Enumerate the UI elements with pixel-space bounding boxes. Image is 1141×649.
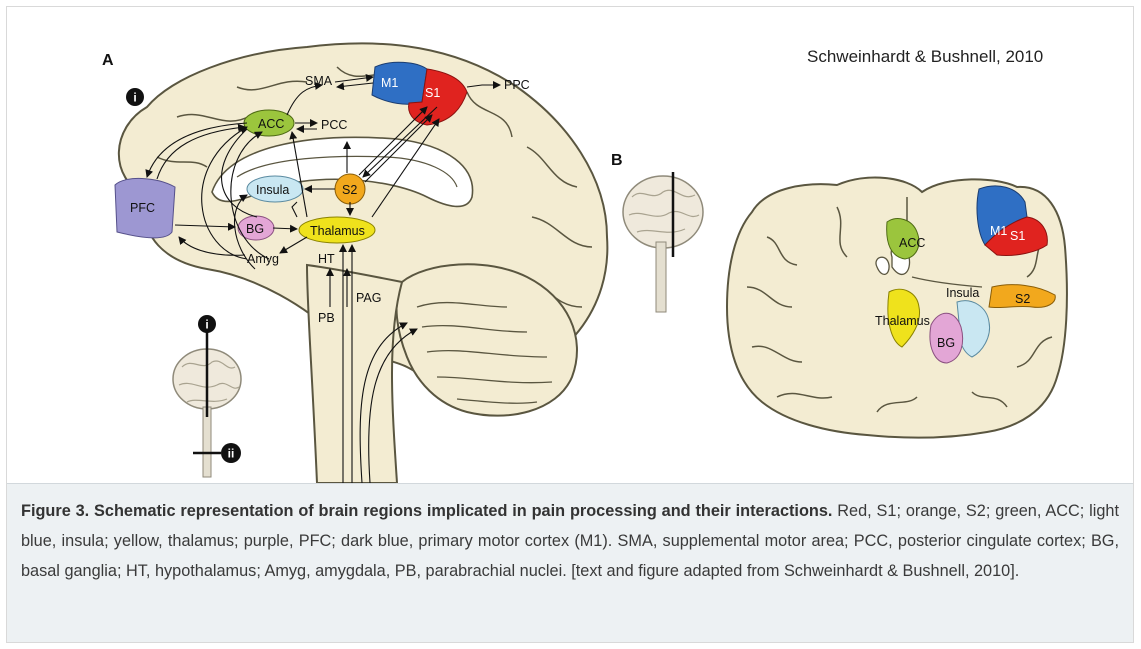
caption-box: Figure 3. Schematic representation of br…	[7, 483, 1133, 642]
acc-label-a: ACC	[258, 117, 284, 131]
insula-label-b: Insula	[946, 286, 979, 300]
marker-ii-label: ii	[228, 447, 235, 461]
m1-label-b: M1	[990, 224, 1007, 238]
pb-label-a: PB	[318, 311, 335, 325]
bg-label-a: BG	[246, 222, 264, 236]
brain-diagram: A i SMA M1 S1 PPC ACC PCC PFC Insula S2 …	[7, 7, 1133, 483]
insula-label-a: Insula	[256, 183, 289, 197]
panel-b-letter: B	[611, 152, 623, 169]
thalamus-label-a: Thalamus	[310, 224, 365, 238]
sma-label-a: SMA	[305, 74, 333, 88]
figure-caption: Figure 3. Schematic representation of br…	[21, 496, 1119, 586]
figure-frame: A i SMA M1 S1 PPC ACC PCC PFC Insula S2 …	[6, 6, 1134, 643]
ht-label-a: HT	[318, 252, 335, 266]
panel-a-letter: A	[102, 52, 114, 69]
m1-label-a: M1	[381, 76, 398, 90]
pag-label-a: PAG	[356, 291, 381, 305]
pfc-label-a: PFC	[130, 201, 155, 215]
marker-i-bottom-label: i	[205, 318, 208, 332]
s1-label-b: S1	[1010, 229, 1025, 243]
caption-source: [text and figure adapted from Schweinhar…	[571, 562, 1019, 580]
bg-label-b: BG	[937, 336, 955, 350]
s1-label-a: S1	[425, 86, 440, 100]
s2-label-b: S2	[1015, 292, 1030, 306]
s2-label-a: S2	[342, 183, 357, 197]
brain-inset-b	[623, 172, 703, 312]
thalamus-label-b: Thalamus	[875, 314, 930, 328]
figure-citation: Schweinhardt & Bushnell, 2010	[807, 47, 1043, 67]
pcc-label-a: PCC	[321, 118, 347, 132]
ppc-label-a: PPC	[504, 78, 530, 92]
caption-title: Figure 3. Schematic representation of br…	[21, 502, 832, 520]
acc-label-b: ACC	[899, 236, 925, 250]
marker-i-top-label: i	[133, 91, 136, 105]
sagittal-brain	[119, 43, 608, 483]
figure-image: A i SMA M1 S1 PPC ACC PCC PFC Insula S2 …	[7, 7, 1133, 483]
amyg-label-a: Amyg	[247, 252, 279, 266]
